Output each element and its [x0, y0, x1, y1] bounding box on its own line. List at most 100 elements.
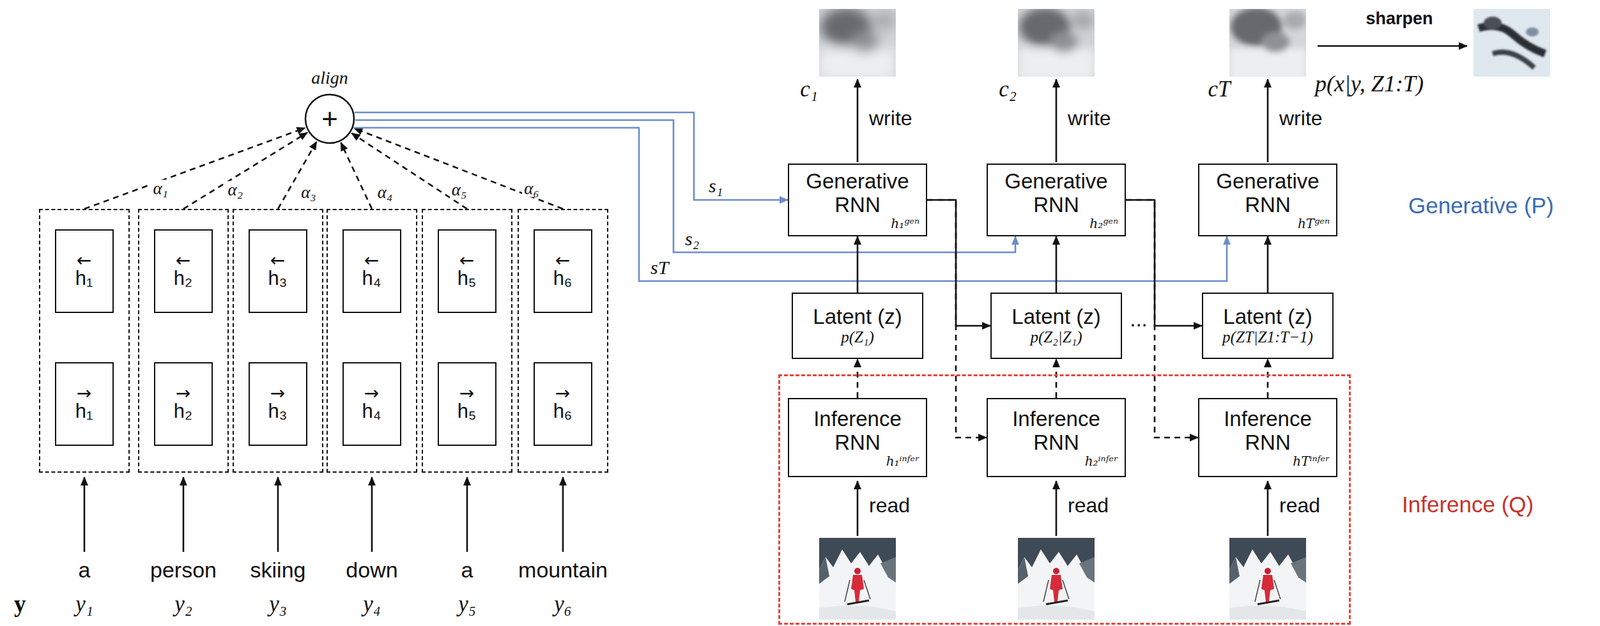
caption-word: person [150, 558, 217, 583]
inference-rnn-box: Inference RNNh₂ⁱⁿᶠᵉʳ [986, 398, 1126, 478]
likelihood-label: p(x|y, Z1:T) [1315, 71, 1424, 98]
prior-formula: p(Z₂|Z₁) [1030, 328, 1082, 347]
hidden-state-label: h₃ [268, 268, 288, 290]
direction-arrow: ← [270, 252, 285, 269]
hidden-state-label: h₂ [173, 401, 193, 423]
caption-word: a [461, 558, 474, 583]
input-image [1229, 538, 1307, 620]
hidden-state-label: h₆ [553, 401, 573, 423]
dashed-arrow [353, 128, 563, 209]
canvas-image [1229, 7, 1307, 81]
hidden-state-label: h₁ [75, 268, 94, 290]
solid-arrow [927, 200, 991, 326]
box-title: Generative RNN [795, 169, 920, 218]
attention-weight: α₄ [375, 184, 395, 202]
token-label: y₄ [362, 592, 381, 618]
hidden-state-label: h₁ [75, 401, 94, 423]
encoder-column: ←h₆→h₆ [517, 208, 609, 473]
inference-rnn-box: Inference RNNh₁ⁱⁿᶠᵉʳ [787, 398, 928, 478]
attention-weight: α₃ [299, 183, 319, 201]
generative-rnn-box: Generative RNNh₁ᵍᵉⁿ [787, 163, 928, 237]
caption-word: a [78, 558, 91, 583]
encoder-column: ←h₁ →h₁ [38, 208, 130, 473]
box-title: Latent (z) [812, 305, 902, 330]
read-arrow [856, 481, 859, 537]
write-arrow [856, 79, 859, 163]
box-title: Inference RNN [795, 407, 920, 455]
box-title: Inference RNN [1205, 407, 1330, 455]
context-label: sT [648, 258, 671, 278]
token-label: y₅ [458, 592, 477, 618]
caption-word: skiing [250, 558, 307, 583]
hidden-state-label: h₄ [362, 401, 382, 423]
hidden-state-label: h₆ [553, 268, 573, 290]
attention-weight: α₁ [150, 180, 170, 198]
input-image [819, 538, 896, 620]
input-arrow [371, 477, 374, 553]
hidden-state-box: →h₁ [54, 362, 114, 447]
align-sum-circle: align+ [304, 93, 356, 145]
read-label: read [869, 494, 910, 517]
solid-arrow [1267, 236, 1270, 293]
box-title: Generative RNN [1205, 169, 1330, 218]
direction-arrow: → [459, 385, 475, 402]
write-label: write [1279, 107, 1323, 130]
direction-arrow: → [555, 385, 570, 402]
input-arrow [182, 477, 185, 553]
input-arrow [277, 477, 280, 553]
token-label: y₁ [75, 592, 94, 618]
generative-rnn-box: Generative RNNhTᵍᵉⁿ [1198, 163, 1338, 237]
caption-word: down [345, 558, 398, 583]
solid-arrow [1125, 200, 1202, 326]
operation-label: align [311, 67, 349, 88]
latent-box: Latent (z)p(Z₁) [791, 292, 924, 360]
encoder-column: ←h₄→h₄ [326, 208, 418, 473]
context-label: s₁ [706, 176, 725, 196]
dashed-arrow [84, 127, 306, 209]
state-label: h₂ⁱⁿᶠᵉʳ [1084, 454, 1119, 468]
input-image [1017, 538, 1095, 620]
write-label: write [1067, 107, 1112, 130]
hidden-state-box: ←h₁ [54, 229, 114, 314]
state-label: h₂ᵍᵉⁿ [1089, 217, 1119, 231]
section-label: Inference (Q) [1401, 492, 1534, 517]
state-label: hTᵍᵉⁿ [1297, 217, 1330, 231]
sequence-label: y [14, 591, 27, 618]
generative-rnn-box: Generative RNNh₂ᵍᵉⁿ [986, 163, 1126, 237]
ellipsis: ... [1129, 307, 1148, 331]
prior-formula: p(Z₁) [840, 328, 875, 347]
state-label: hTⁱⁿᶠᵉʳ [1292, 454, 1330, 468]
hidden-state-box: →h₃ [248, 362, 308, 447]
direction-arrow: ← [364, 252, 379, 269]
state-label: h₁ⁱⁿᶠᵉʳ [886, 454, 920, 468]
sharpened-image [1473, 8, 1551, 77]
box-title: Inference RNN [994, 407, 1119, 455]
token-label: y₃ [269, 592, 287, 618]
attention-weight: α₂ [226, 181, 246, 199]
attention-weight: α₅ [449, 181, 470, 199]
hidden-state-label: h₅ [457, 268, 477, 290]
dashed-arrow [1267, 359, 1270, 399]
input-arrow [83, 477, 86, 553]
hidden-state-label: h₅ [457, 401, 477, 423]
canvas-images [819, 7, 1551, 81]
dashed-arrow [927, 200, 987, 438]
token-label: y₂ [174, 592, 193, 618]
solid-arrow [856, 236, 859, 293]
write-arrow [1055, 79, 1058, 163]
box-title: Latent (z) [1011, 305, 1101, 330]
layout-arrows [84, 46, 1468, 553]
direction-arrow: → [364, 385, 379, 402]
dashed-arrow [1055, 359, 1058, 399]
canvas-image [819, 7, 896, 81]
latent-box: Latent (z)p(ZT|Z1:T−1) [1201, 292, 1334, 360]
hidden-state-label: h₂ [173, 268, 193, 290]
prior-formula: p(ZT|Z1:T−1) [1222, 328, 1314, 347]
canvas-label: cT [1208, 77, 1231, 103]
input-arrow [466, 477, 469, 553]
hidden-state-box: ←h₅ [437, 229, 497, 314]
context-arrow [354, 112, 788, 200]
read-label: read [1279, 494, 1321, 517]
read-label: read [1067, 494, 1109, 517]
